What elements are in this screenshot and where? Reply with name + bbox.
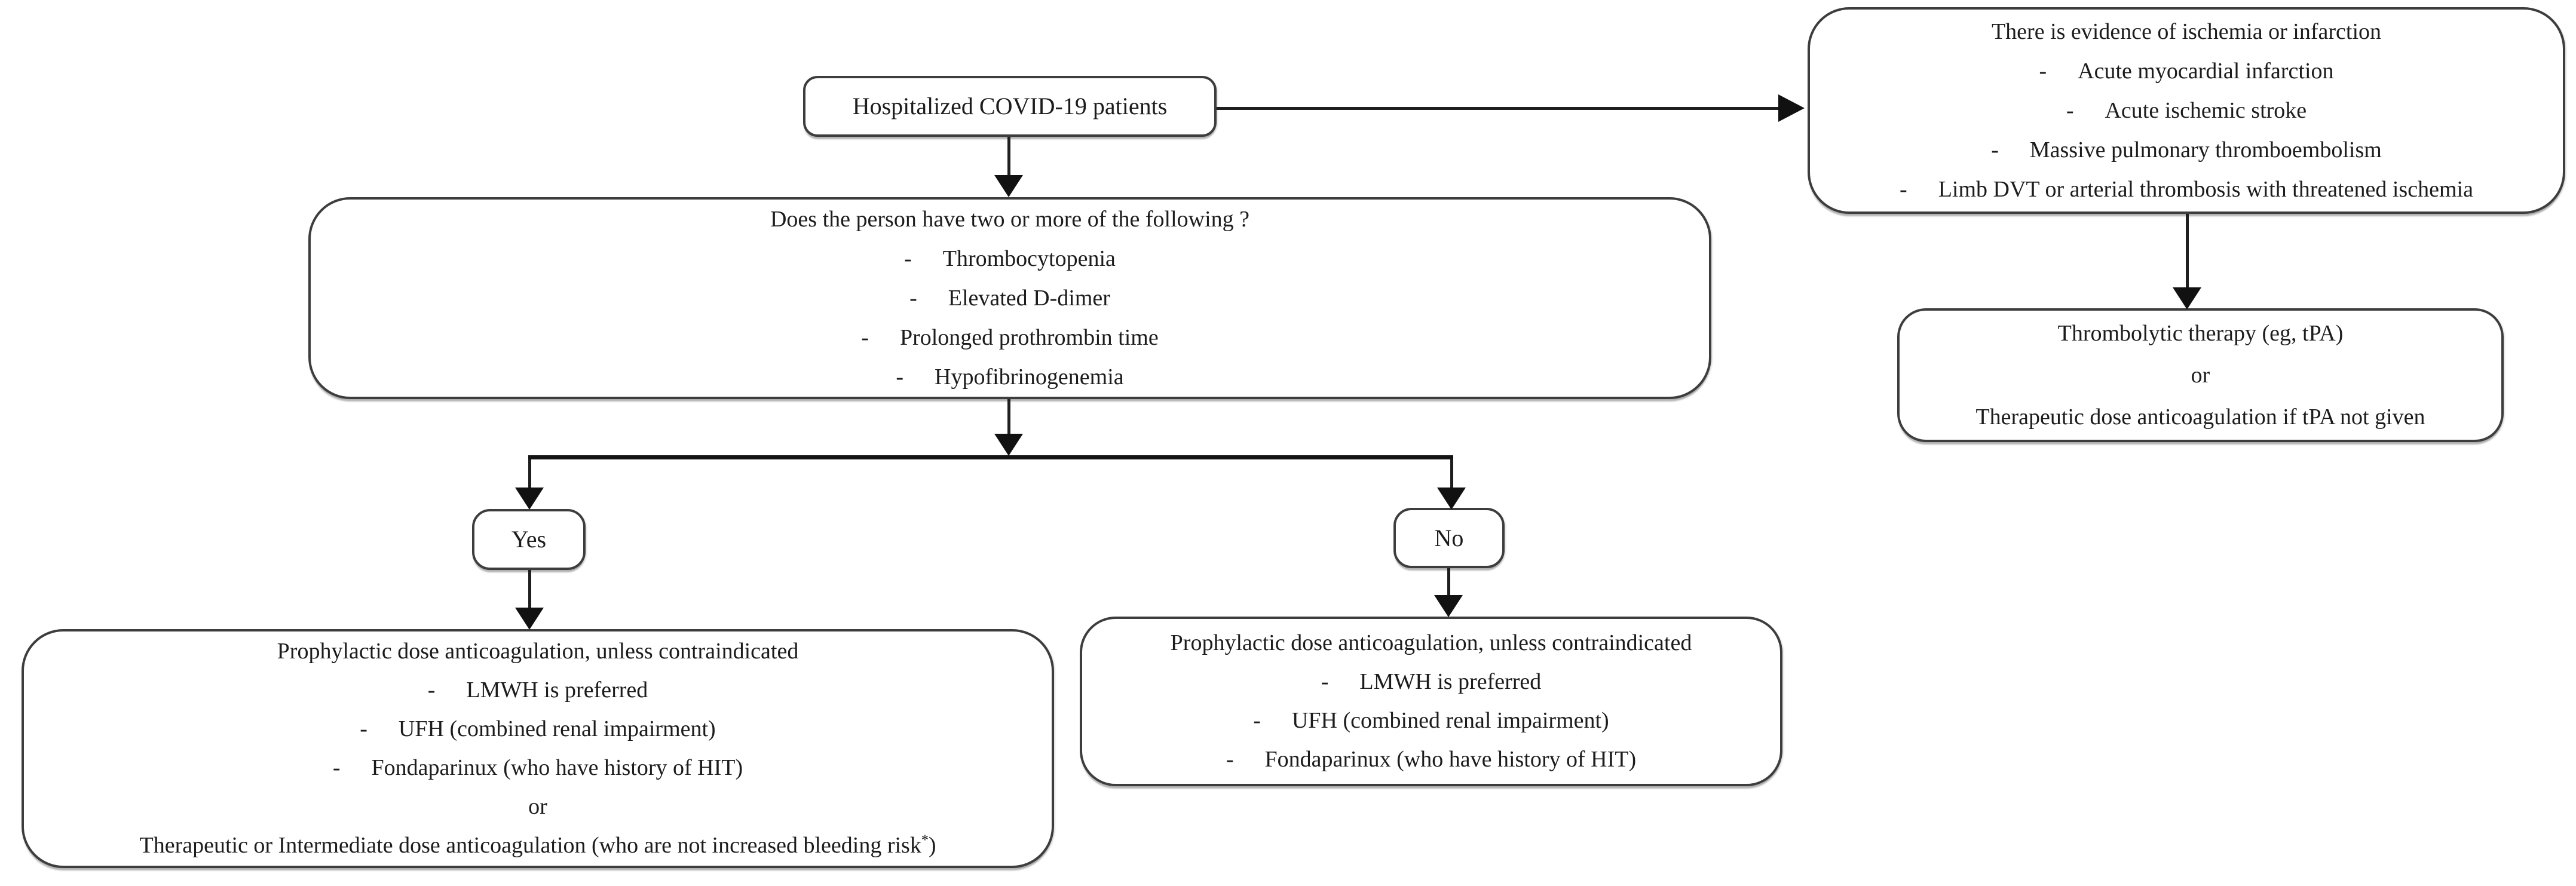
no-outcome-item-label: UFH (combined renal impairment) [1291, 708, 1609, 733]
yes-outcome-title: Prophylactic dose anticoagulation, unles… [277, 639, 799, 664]
evidence-item-label: Acute ischemic stroke [2105, 98, 2307, 123]
thrombolytic-or: or [2191, 363, 2210, 388]
question-item-label: Thrombocytopenia [942, 246, 1116, 271]
yes-label: Yes [511, 526, 547, 553]
no-outcome-item: - Fondaparinux (who have history of HIT) [1226, 740, 1636, 779]
evidence-item-label: Acute myocardial infarction [2078, 59, 2334, 84]
arrowhead-down-icon [515, 608, 544, 630]
question-item: - Thrombocytopenia [904, 239, 1116, 278]
yes-outcome-item-label: LMWH is preferred [466, 677, 648, 703]
evidence-title: There is evidence of ischemia or infarct… [1991, 19, 2382, 44]
no-branch-node: No [1393, 508, 1505, 568]
no-outcome-item-label: Fondaparinux (who have history of HIT) [1264, 747, 1637, 772]
yes-outcome-item-label: Fondaparinux (who have history of HIT) [371, 755, 743, 780]
arrowhead-down-icon [994, 175, 1023, 197]
evidence-item-label: Massive pulmonary thromboembolism [2029, 137, 2382, 163]
connector-start-to-question [1007, 137, 1010, 176]
bullet-dash: - [1226, 747, 1234, 772]
connector-no-to-outcome [1447, 568, 1450, 596]
start-node-hospitalized-covid-patients: Hospitalized COVID-19 patients [803, 76, 1217, 137]
connector-split-to-no [1450, 459, 1453, 489]
arrowhead-right-icon [1778, 94, 1805, 122]
bullet-dash: - [427, 677, 436, 703]
question-item: - Elevated D-dimer [909, 278, 1110, 318]
no-outcome-title: Prophylactic dose anticoagulation, unles… [1170, 630, 1692, 655]
yes-branch-node: Yes [472, 509, 586, 570]
bullet-dash: - [904, 246, 912, 271]
bullet-dash: - [1321, 669, 1329, 694]
start-node-label: Hospitalized COVID-19 patients [852, 93, 1168, 119]
question-item-label: Elevated D-dimer [948, 286, 1110, 311]
arrowhead-down-icon [994, 434, 1023, 456]
thrombolytic-line3: Therapeutic dose anticoagulation if tPA … [1975, 404, 2425, 430]
yes-outcome-item: - UFH (combined renal impairment) [360, 710, 715, 749]
bullet-dash: - [861, 325, 869, 350]
no-outcome-item: - UFH (combined renal impairment) [1253, 701, 1609, 740]
question-item-label: Hypofibrinogenemia [935, 364, 1124, 390]
question-title: Does the person have two or more of the … [770, 207, 1249, 232]
arrowhead-down-icon [515, 488, 544, 510]
split-branch-bar [528, 455, 1453, 459]
no-label: No [1434, 524, 1464, 551]
bullet-dash: - [2039, 59, 2047, 84]
bullet-dash: - [360, 716, 367, 741]
bullet-dash: - [1253, 708, 1261, 733]
yes-outcome-final-line: Therapeutic or Intermediate dose anticoa… [139, 826, 936, 865]
bullet-dash: - [332, 755, 341, 780]
yes-outcome-or: or [528, 794, 547, 819]
no-outcome-item: - LMWH is preferred [1321, 663, 1542, 701]
connector-start-to-evidence [1217, 107, 1779, 110]
yes-outcome-item-label: UFH (combined renal impairment) [398, 716, 716, 741]
connector-split-to-yes [528, 459, 531, 489]
yes-outcome-anticoagulation-node: Prophylactic dose anticoagulation, unles… [22, 629, 1054, 868]
no-outcome-anticoagulation-node: Prophylactic dose anticoagulation, unles… [1080, 617, 1782, 786]
yes-outcome-final-close: ) [928, 833, 936, 858]
bullet-dash: - [2066, 98, 2074, 123]
connector-yes-to-outcome [528, 570, 531, 608]
bullet-dash: - [1900, 177, 1907, 202]
question-item-label: Prolonged prothrombin time [899, 325, 1159, 350]
no-outcome-item-label: LMWH is preferred [1359, 669, 1542, 694]
evidence-item: - Limb DVT or arterial thrombosis with t… [1900, 170, 2473, 209]
thrombolytic-line1: Thrombolytic therapy (eg, tPA) [2057, 321, 2344, 346]
yes-outcome-item: - Fondaparinux (who have history of HIT) [333, 749, 743, 787]
evidence-item: - Acute ischemic stroke [2066, 91, 2307, 130]
yes-outcome-final-text: Therapeutic or Intermediate dose anticoa… [139, 833, 921, 858]
connector-question-to-split [1007, 399, 1010, 435]
question-item: - Prolonged prothrombin time [861, 318, 1158, 357]
evidence-item: - Massive pulmonary thromboembolism [1991, 130, 2382, 170]
question-item: - Hypofibrinogenemia [896, 357, 1123, 397]
arrowhead-down-icon [2173, 287, 2201, 309]
yes-outcome-item: - LMWH is preferred [428, 671, 648, 710]
arrowhead-down-icon [1437, 488, 1466, 510]
evidence-node-ischemia-or-infarction: There is evidence of ischemia or infarct… [1808, 7, 2565, 214]
question-node-two-or-more-criteria: Does the person have two or more of the … [308, 197, 1711, 399]
thrombolytic-therapy-node: Thrombolytic therapy (eg, tPA) or Therap… [1897, 308, 2504, 442]
footnote-marker: * [921, 832, 929, 848]
bullet-dash: - [896, 364, 904, 390]
evidence-item: - Acute myocardial infarction [2039, 51, 2333, 91]
connector-evidence-to-thrombolytic [2186, 214, 2189, 289]
arrowhead-down-icon [1434, 595, 1463, 617]
evidence-item-label: Limb DVT or arterial thrombosis with thr… [1938, 177, 2473, 202]
bullet-dash: - [909, 286, 917, 311]
bullet-dash: - [1991, 137, 1999, 163]
